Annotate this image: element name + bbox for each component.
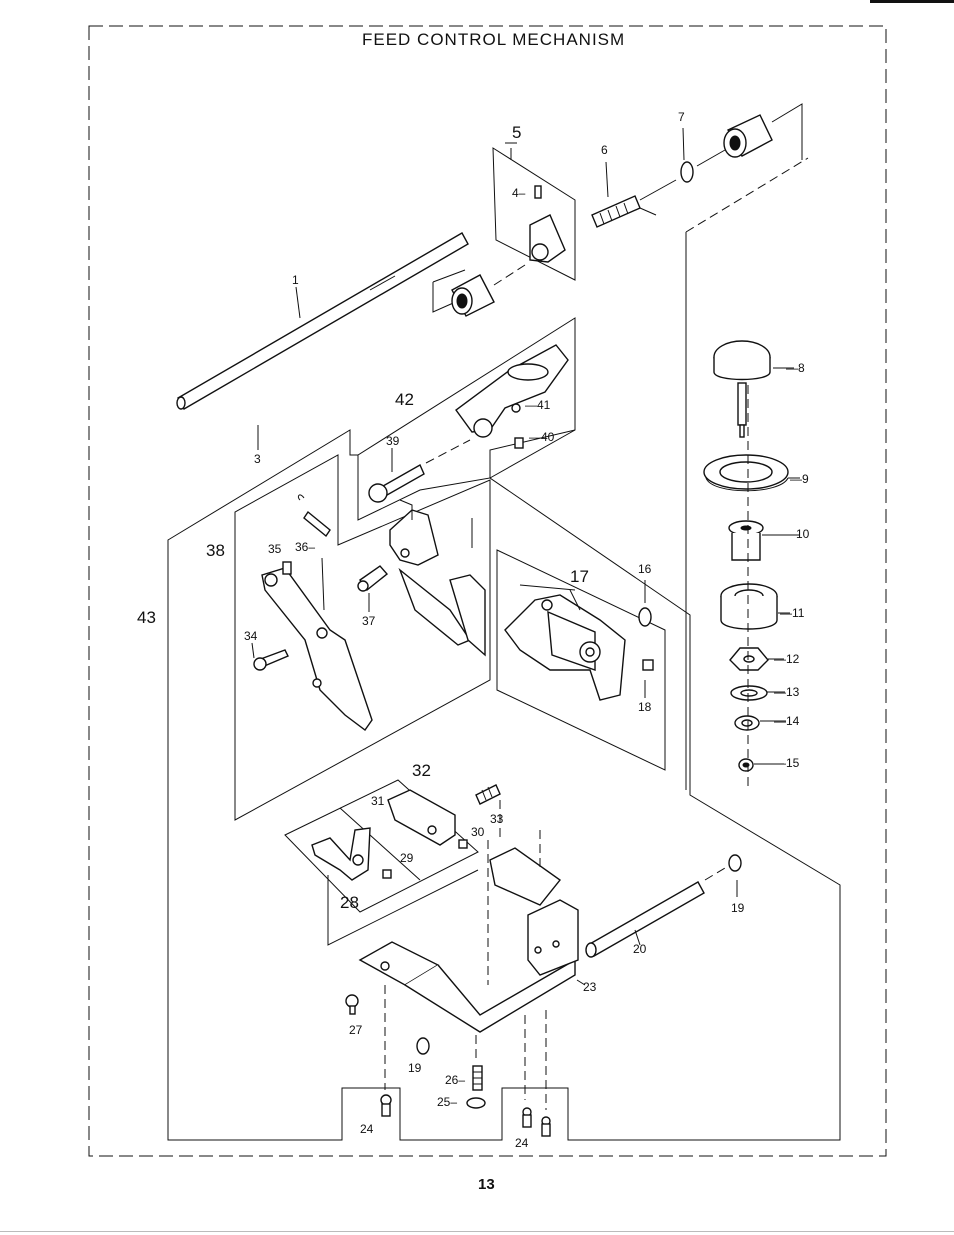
foot-25 (466, 1097, 486, 1109)
callout-26: 26– (445, 1073, 465, 1087)
assembly-43-outline (167, 317, 841, 1141)
bottom-rule (0, 1231, 954, 1232)
nut-12 (729, 647, 769, 671)
callout-19-left: 19 (408, 1061, 422, 1075)
dial-ring-9 (703, 454, 789, 492)
callout-6: 6 (601, 143, 608, 157)
callout-38: 38 (206, 541, 225, 560)
screw-18 (642, 659, 654, 671)
screw-34 (253, 649, 289, 671)
pin-37 (357, 565, 389, 592)
callout-20: 20 (633, 942, 647, 956)
callout-32: 32 (412, 761, 431, 780)
callout-9: —9 (790, 472, 809, 486)
callout-11: —11 (780, 606, 805, 620)
lever-assembly-17 (504, 594, 626, 701)
frame-5 (492, 147, 576, 281)
screw-27 (345, 994, 359, 1015)
ring-16 (638, 607, 652, 627)
knob-8 (713, 340, 771, 438)
callout-28: 28 (340, 893, 359, 912)
callout-36: 36– (295, 540, 315, 554)
base-bracket-23 (358, 847, 579, 1033)
ring-15 (738, 758, 754, 772)
top-right-diag (685, 157, 809, 233)
callout-14: —14 (774, 714, 800, 728)
washer-13 (730, 685, 768, 701)
lever-28 (311, 827, 371, 881)
ring-7 (680, 161, 694, 183)
callout-16: 16 (638, 562, 652, 576)
callout-13: —13 (774, 685, 800, 699)
screw-24-mid (522, 1107, 532, 1128)
lever-42 (455, 344, 569, 438)
callout-8: —8 (786, 361, 805, 375)
callout-39: 39 (386, 434, 400, 448)
callout-30: 30 (471, 825, 485, 839)
callout-33: 33 (490, 812, 504, 826)
top-rule (870, 0, 954, 3)
frame-42 (357, 429, 576, 521)
frame-32-divider (339, 807, 421, 881)
callout-42: 42 (395, 390, 414, 409)
frame-38 (234, 454, 491, 821)
callout-43: 43 (137, 608, 156, 627)
callout-1: 1 (292, 273, 299, 287)
callout-18: 18 (638, 700, 652, 714)
cam-10 (728, 520, 764, 561)
callout-34: 34 (244, 629, 258, 643)
shaft-1 (176, 232, 469, 410)
callout-29: 29 (400, 851, 414, 865)
bushing (451, 274, 495, 317)
callout-41: —41 (525, 398, 551, 412)
frame-32 (284, 779, 479, 913)
cam-11 (720, 583, 778, 630)
ring-19-left (416, 1037, 430, 1055)
callout-4: 4– (512, 186, 526, 200)
collar (723, 114, 773, 158)
frame-28 (327, 869, 479, 946)
callout-23: 23 (583, 980, 597, 994)
spring-33 (475, 784, 501, 805)
bracket-5 (529, 185, 566, 263)
callout-31: 31 (371, 794, 385, 808)
callout-27: 27 (349, 1023, 363, 1037)
callout-40: —40 (529, 430, 555, 444)
callout-3: 3 (254, 452, 261, 466)
callout-17: 17 (570, 567, 589, 586)
callout-12: —12 (774, 652, 800, 666)
diagram-title: FEED CONTROL MECHANISM (362, 30, 625, 49)
callout-24-right: 24 (515, 1136, 529, 1150)
callout-5: 5 (512, 123, 521, 142)
screw-24-left (380, 1094, 392, 1117)
frame-1-box (432, 269, 466, 313)
block-31 (387, 789, 456, 846)
page-number: 13 (478, 1176, 495, 1193)
ring-19-right (728, 854, 742, 872)
callout-37: 37 (362, 614, 376, 628)
screw-24-right (541, 1116, 551, 1137)
callout-15: —15 (774, 756, 800, 770)
callout-7: 7 (678, 110, 685, 124)
callout-19-right: 19 (731, 901, 745, 915)
spring-36 (297, 494, 331, 538)
screw-26 (472, 1065, 483, 1091)
center-bracket (389, 509, 486, 657)
callout-35: 35 (268, 542, 282, 556)
arm-38 (261, 567, 373, 731)
pin-39 (368, 464, 425, 503)
diagram-frame (88, 25, 887, 1157)
callout-25: 25– (437, 1095, 457, 1109)
clip-14 (734, 715, 760, 731)
frame-17 (496, 549, 666, 771)
spring-6 (591, 195, 641, 228)
shaft-20 (585, 881, 705, 958)
callout-24-left: 24 (360, 1122, 374, 1136)
callout-10: —10 (784, 527, 810, 541)
